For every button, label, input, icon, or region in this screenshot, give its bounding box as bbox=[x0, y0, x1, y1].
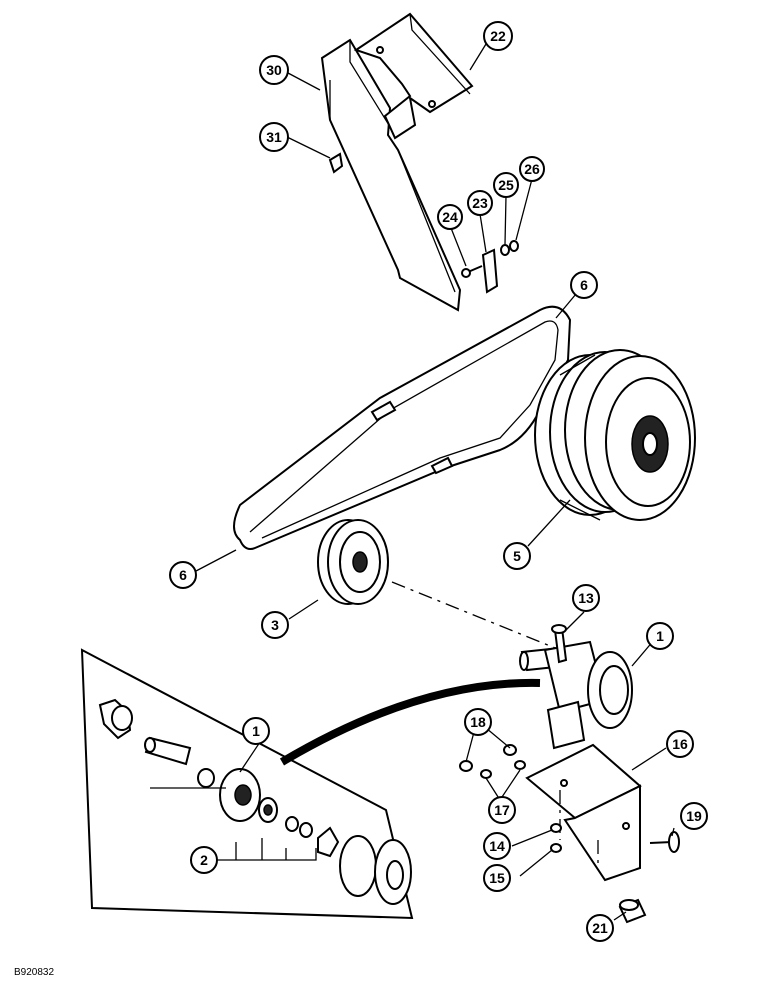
callout-label: 19 bbox=[686, 808, 702, 824]
callout-label: 21 bbox=[592, 920, 608, 936]
water-pump bbox=[519, 640, 633, 750]
callout-label: 16 bbox=[672, 736, 688, 752]
callout-19: 19 bbox=[680, 802, 708, 830]
nut-15 bbox=[550, 843, 562, 853]
callout-25: 25 bbox=[493, 172, 519, 198]
callout-15: 15 bbox=[483, 864, 511, 892]
belt-shield bbox=[320, 38, 462, 312]
callout-label: 31 bbox=[266, 129, 282, 145]
washer-25 bbox=[500, 244, 510, 256]
callout-label: 6 bbox=[179, 567, 187, 583]
callout-1-detail: 1 bbox=[242, 717, 270, 745]
callout-24: 24 bbox=[437, 204, 463, 230]
callout-17: 17 bbox=[488, 796, 516, 824]
callout-label: 6 bbox=[580, 277, 588, 293]
spacer-21 bbox=[618, 898, 647, 924]
callout-label: 30 bbox=[266, 62, 282, 78]
shield-bracket bbox=[353, 12, 474, 140]
nuts-18 bbox=[459, 744, 517, 772]
callout-22: 22 bbox=[483, 21, 513, 51]
callout-label: 26 bbox=[524, 161, 540, 177]
callout-13: 13 bbox=[572, 584, 600, 612]
washers-17 bbox=[480, 760, 526, 779]
callout-label: 5 bbox=[513, 548, 521, 564]
callout-3: 3 bbox=[261, 611, 289, 639]
callout-18: 18 bbox=[464, 708, 492, 736]
drawing-reference: B920832 bbox=[14, 967, 54, 978]
large-pulley bbox=[534, 349, 696, 521]
detail-panel bbox=[80, 648, 541, 920]
callout-label: 23 bbox=[472, 195, 488, 211]
callout-1-right: 1 bbox=[646, 622, 674, 650]
callout-label: 25 bbox=[498, 177, 514, 193]
callout-label: 3 bbox=[271, 617, 279, 633]
bolt-24 bbox=[461, 265, 483, 278]
callout-26: 26 bbox=[519, 156, 545, 182]
callout-6-top: 6 bbox=[570, 271, 598, 299]
callout-23: 23 bbox=[467, 190, 493, 216]
leader-lines bbox=[195, 43, 675, 921]
callout-2: 2 bbox=[190, 846, 218, 874]
callout-label: 1 bbox=[252, 723, 260, 739]
callout-5: 5 bbox=[503, 542, 531, 570]
callout-label: 1 bbox=[656, 628, 664, 644]
callout-label: 18 bbox=[470, 714, 486, 730]
callout-31: 31 bbox=[259, 122, 289, 152]
v-belt bbox=[233, 305, 572, 550]
lockwasher-14 bbox=[550, 823, 562, 833]
bolt-19 bbox=[649, 831, 680, 853]
callout-label: 2 bbox=[200, 852, 208, 868]
callout-label: 14 bbox=[489, 838, 505, 854]
plate-23 bbox=[481, 248, 499, 294]
pump-bracket bbox=[525, 743, 642, 882]
small-pulley bbox=[317, 519, 389, 605]
bolt-13 bbox=[551, 624, 568, 664]
callout-14: 14 bbox=[483, 832, 511, 860]
callout-label: 15 bbox=[489, 870, 505, 886]
callout-label: 13 bbox=[578, 590, 594, 606]
callout-21: 21 bbox=[586, 914, 614, 942]
callout-30: 30 bbox=[259, 55, 289, 85]
callout-label: 17 bbox=[494, 802, 510, 818]
callout-6-left: 6 bbox=[169, 561, 197, 589]
callout-label: 24 bbox=[442, 209, 458, 225]
callout-label: 22 bbox=[490, 28, 506, 44]
clip-31 bbox=[328, 152, 344, 174]
nut-26 bbox=[509, 240, 519, 252]
callout-16: 16 bbox=[666, 730, 694, 758]
